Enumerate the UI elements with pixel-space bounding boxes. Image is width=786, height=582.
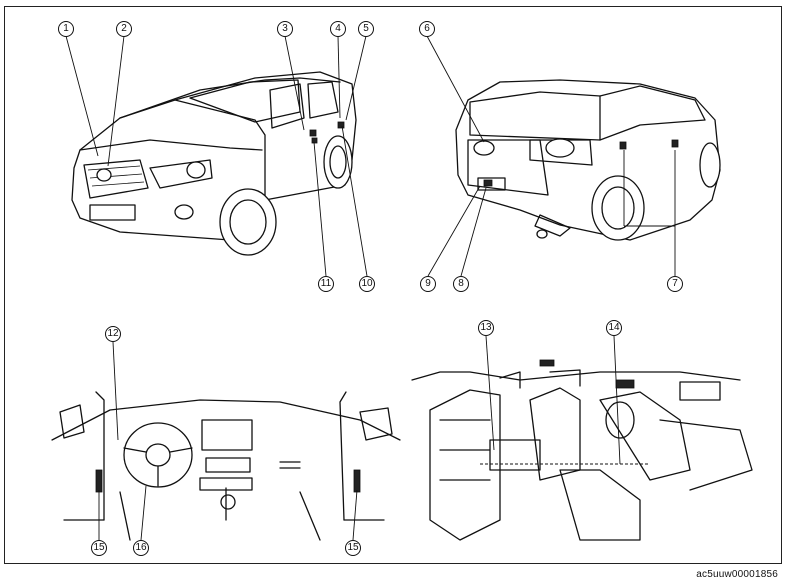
callout-7: 7 (667, 276, 683, 292)
rear-vehicle-drawing (455, 79, 721, 241)
dashboard-drawing (51, 391, 401, 541)
diagram-frame (4, 6, 782, 564)
callout-6: 6 (419, 21, 435, 37)
image-code-label: ac5uuw00001856 (696, 569, 778, 580)
callout-10: 10 (359, 276, 375, 292)
callout-11: 11 (318, 276, 334, 292)
callout-5: 5 (358, 21, 374, 37)
callout-8: 8 (453, 276, 469, 292)
interior-drawing (411, 359, 753, 541)
callout-3: 3 (277, 21, 293, 37)
callout-15-right: 15 (345, 540, 361, 556)
callout-14: 14 (606, 320, 622, 336)
callout-1: 1 (58, 21, 74, 37)
callout-9: 9 (420, 276, 436, 292)
callout-16: 16 (133, 540, 149, 556)
callout-2: 2 (116, 21, 132, 37)
front-vehicle-drawing (71, 71, 357, 256)
callout-15-left: 15 (91, 540, 107, 556)
callout-12: 12 (105, 326, 121, 342)
callout-4: 4 (330, 21, 346, 37)
leader-lines (65, 35, 676, 541)
callout-13: 13 (478, 320, 494, 336)
